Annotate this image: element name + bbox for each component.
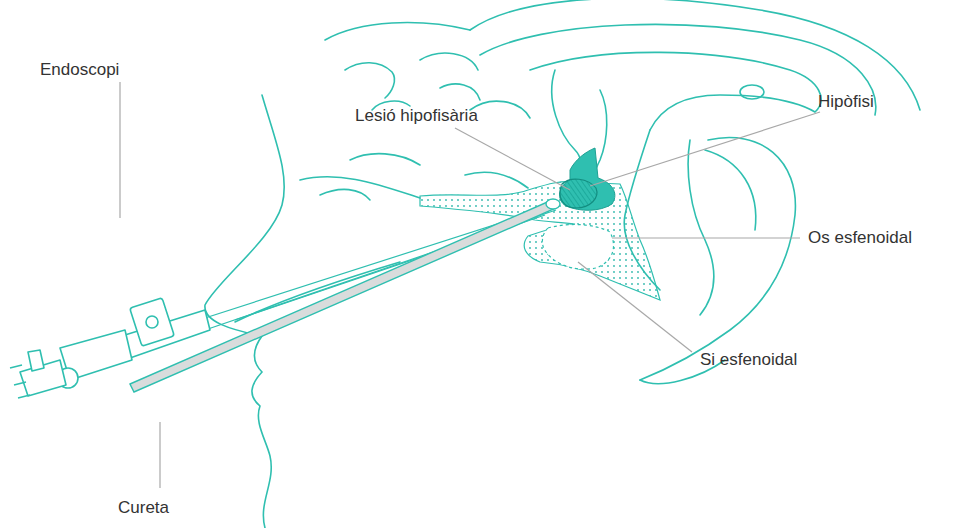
sphenoid-bone (420, 182, 660, 300)
part-label: Os esfenoidal (808, 228, 912, 248)
part-label: Cureta (118, 498, 169, 518)
leader-line (159, 422, 160, 488)
leader-line (578, 262, 692, 352)
pituitary-gland (560, 148, 615, 210)
endoscope-device (10, 298, 210, 398)
pituitary-lesion (560, 179, 597, 208)
leader-line (455, 128, 570, 190)
curette-instrument (130, 200, 556, 392)
anatomy-outline (205, 0, 920, 528)
part-label: Hipòfisi (818, 92, 874, 112)
leader-lines (120, 82, 820, 488)
part-label: Lesió hipofisària (355, 106, 478, 126)
leader-line (590, 112, 820, 186)
leader-line (119, 82, 120, 218)
leader-line (612, 237, 800, 238)
part-label: Si esfenoidal (700, 350, 797, 370)
part-label: Endoscopi (40, 60, 119, 80)
curette-tip (546, 199, 560, 209)
